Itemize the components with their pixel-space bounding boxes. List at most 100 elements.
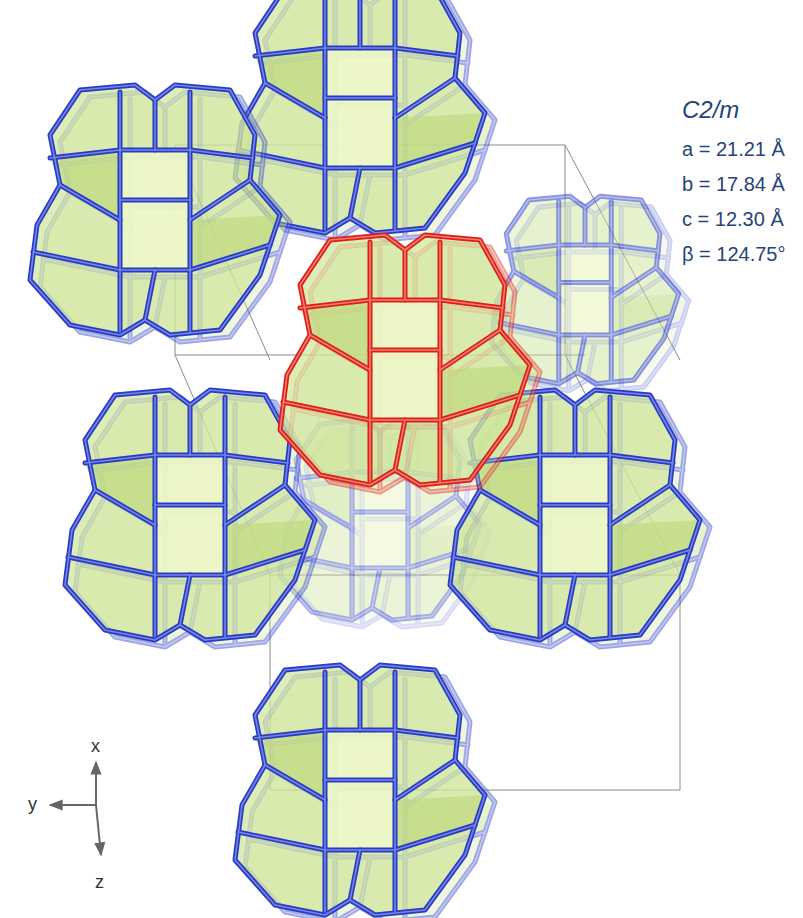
cage-edge — [352, 509, 408, 514]
cage-edge — [120, 198, 190, 203]
cage-edge — [393, 672, 398, 730]
cage-edge — [33, 252, 120, 270]
cage-edge — [539, 455, 541, 575]
cage-edge — [323, 0, 328, 48]
cage-edge — [514, 271, 559, 297]
cage-edge — [611, 268, 656, 298]
cage-edge — [33, 252, 120, 270]
cage-edge — [395, 48, 458, 56]
cage-edge — [255, 48, 325, 56]
cage-edge — [359, 680, 361, 730]
cage-edge — [145, 270, 155, 320]
cage-edge — [153, 100, 158, 150]
cage-edge — [155, 454, 225, 456]
cage-edge — [225, 550, 305, 575]
cage-edge — [558, 335, 560, 382]
cage-edge — [190, 245, 270, 270]
cage-edge — [190, 180, 250, 220]
framework-cage — [65, 390, 315, 640]
cage-edge — [325, 47, 395, 49]
cage-face — [370, 300, 440, 420]
axis-triad — [50, 762, 101, 855]
cage-edge — [154, 455, 156, 575]
cage-edge — [85, 455, 155, 463]
cage-edge — [609, 202, 614, 246]
cage-edge — [50, 150, 120, 158]
cage-edge — [611, 268, 656, 298]
cage-edge — [145, 270, 155, 320]
cage-edge — [394, 168, 396, 230]
cage-edge — [350, 168, 360, 218]
cage-edge — [574, 405, 576, 455]
cage-edge — [438, 242, 443, 300]
cage-edge — [578, 335, 586, 373]
cage-edge — [188, 405, 193, 455]
cage-face — [155, 455, 225, 575]
cage-edge — [608, 455, 613, 575]
cage-edge — [225, 485, 285, 525]
cage-edge — [440, 395, 520, 420]
cage-edge — [180, 575, 190, 625]
cage-edge — [407, 568, 409, 618]
cage-edge — [265, 765, 325, 800]
cage-edge — [351, 568, 353, 618]
cage-edge — [60, 185, 120, 220]
cage-edge — [324, 168, 326, 230]
cage-edge — [609, 245, 614, 335]
cage-edge — [584, 208, 586, 246]
cage-edge — [440, 330, 500, 370]
cage-edge — [394, 0, 396, 48]
cage-edge — [611, 245, 658, 251]
framework-cage — [30, 85, 280, 335]
axis-arrow — [50, 804, 96, 806]
cage-edge — [608, 575, 613, 637]
cage-edge — [283, 402, 370, 420]
cage-edge — [393, 48, 398, 168]
cage-face — [65, 390, 315, 640]
cage-edge — [538, 575, 543, 637]
cage-edge — [188, 150, 193, 270]
cage-edge — [395, 78, 455, 118]
cage-face — [235, 665, 485, 915]
cage-edge — [538, 397, 543, 455]
cage-edge — [324, 672, 326, 730]
cage-edge — [408, 496, 456, 528]
cage-edge — [189, 405, 191, 455]
cage-edge — [403, 250, 408, 300]
cage-edge — [153, 575, 158, 637]
cage-edge — [323, 168, 328, 230]
cage-edge — [559, 244, 612, 246]
cage-edge — [65, 390, 315, 640]
cage-edge — [372, 568, 380, 608]
cage-edge — [119, 270, 121, 332]
cage-edge — [68, 557, 155, 575]
cage-edge — [539, 575, 541, 637]
cage-face — [540, 455, 610, 575]
cell-parameter: a = 21.21 Å — [682, 138, 785, 161]
cell-parameter: c = 12.30 Å — [682, 208, 784, 231]
cage-edge — [394, 672, 396, 730]
cage-edge — [85, 455, 155, 463]
cage-edge — [439, 242, 441, 300]
cage-edge — [190, 150, 253, 158]
cage-edge — [154, 100, 156, 150]
cage-edge — [225, 455, 288, 463]
cage-edge — [153, 397, 158, 455]
cage-edge — [235, 665, 485, 915]
cage-edge — [611, 316, 671, 335]
cage-edge — [324, 730, 326, 850]
cage-edge — [453, 557, 540, 575]
cage-edge — [180, 575, 190, 625]
cage-edge — [368, 300, 373, 420]
cage-edge — [440, 330, 500, 370]
space-group: C2/m — [682, 96, 739, 124]
cage-edge — [372, 568, 380, 608]
cage-edge — [300, 300, 370, 308]
cage-edge — [238, 832, 325, 850]
axis-label: y — [28, 794, 37, 815]
cage-edge — [538, 455, 543, 575]
cage-edge — [393, 730, 398, 850]
highlighted-cage — [280, 235, 530, 485]
cage-face — [325, 48, 395, 168]
